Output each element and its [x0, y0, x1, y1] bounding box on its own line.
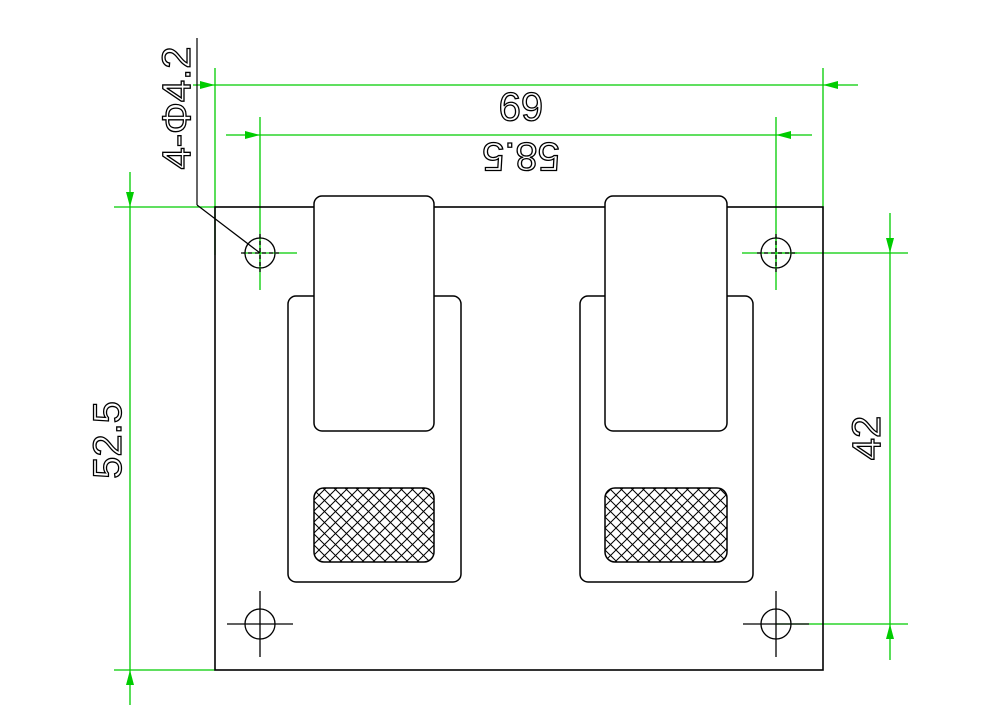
hole-bottom-right	[743, 591, 809, 657]
left-grip-pattern	[313, 487, 435, 563]
left-handle	[287, 195, 462, 583]
hole-callout-label: 4-Φ4.2	[155, 46, 199, 169]
dim-hole-height-label: 42	[845, 416, 889, 461]
right-grip-pattern	[604, 487, 728, 563]
left-handle-tab	[313, 195, 435, 432]
dim-hole-width-label: 58.5	[482, 134, 560, 178]
dim-overall-height-label: 52.5	[86, 401, 130, 479]
hole-top-right	[757, 234, 795, 272]
hole-callout-leader	[196, 38, 261, 254]
dim-overall-width-label: 69	[499, 84, 544, 128]
right-handle	[579, 195, 754, 583]
plate	[214, 206, 824, 671]
dimension-arrows	[126, 81, 894, 685]
hole-bottom-left	[227, 591, 293, 657]
right-handle-tab	[604, 195, 728, 432]
hole-top-left	[241, 234, 279, 272]
mounting-holes	[227, 234, 809, 657]
